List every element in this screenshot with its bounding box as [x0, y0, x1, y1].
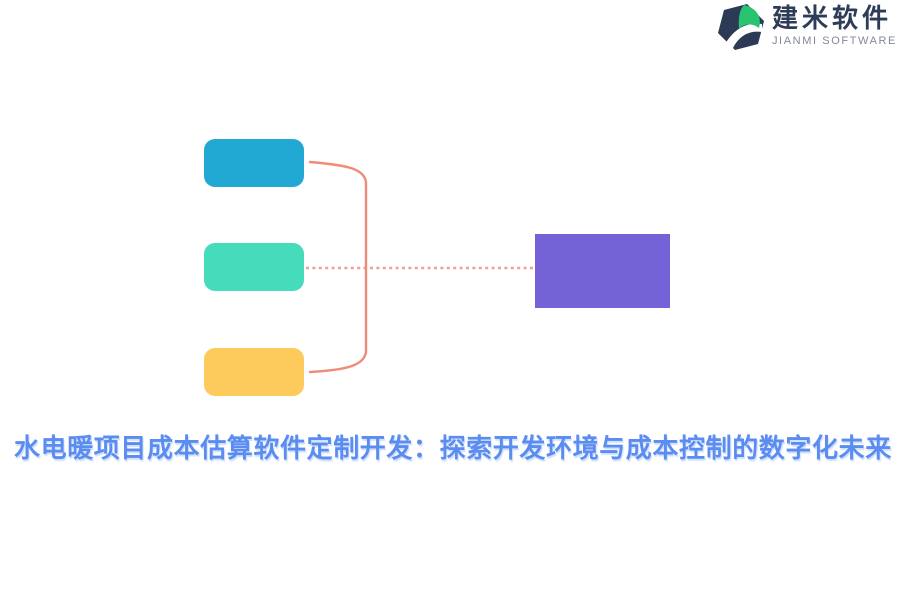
- logo: 建米软件 JIANMI SOFTWARE: [717, 2, 897, 50]
- node-right: [535, 234, 670, 308]
- page-title: 水电暖项目成本估算软件定制开发：探索开发环境与成本控制的数字化未来: [14, 433, 892, 463]
- jianmi-logo-icon: [717, 4, 764, 50]
- logo-text: 建米软件 JIANMI SOFTWARE: [772, 5, 897, 47]
- logo-leaf: [738, 5, 760, 29]
- node-left-middle: [204, 243, 304, 291]
- bracket-connector: [308, 160, 368, 374]
- logo-title: 建米软件: [771, 3, 892, 33]
- node-left-bottom: [204, 348, 304, 396]
- node-left-top: [204, 139, 304, 187]
- logo-swoosh: [724, 23, 762, 48]
- logo-subtitle: JIANMI SOFTWARE: [771, 35, 897, 47]
